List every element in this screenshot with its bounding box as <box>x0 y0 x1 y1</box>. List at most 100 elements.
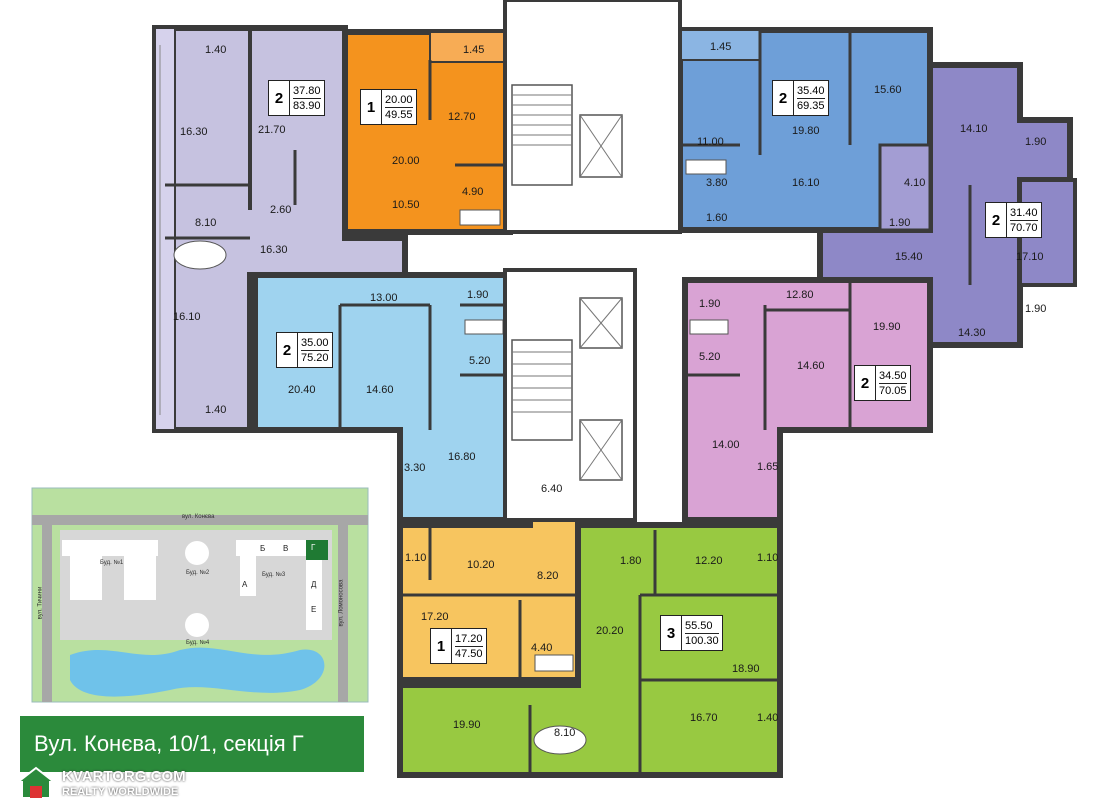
room-area: 10.50 <box>392 199 420 211</box>
house-icon <box>16 766 56 799</box>
room-area: 12.20 <box>695 555 723 567</box>
room-area: 4.40 <box>531 642 553 654</box>
stair-core <box>503 0 682 522</box>
apartment-pink <box>682 277 933 523</box>
room-area: 14.00 <box>712 439 740 451</box>
section-letter: Е <box>311 605 317 614</box>
room-area: 3.30 <box>404 462 426 474</box>
room-area: 20.20 <box>596 625 624 637</box>
rooms-count: 2 <box>986 203 1007 237</box>
room-area: 19.80 <box>792 125 820 137</box>
room-area: 5.20 <box>469 355 491 367</box>
rooms-count: 2 <box>855 366 876 400</box>
room-area: 1.45 <box>710 41 732 53</box>
room-area: 8.10 <box>195 217 217 229</box>
rooms-count: 2 <box>269 81 290 115</box>
room-area: 18.90 <box>732 663 760 675</box>
total-area: 69.35 <box>797 99 825 112</box>
total-area: 75.20 <box>301 351 329 364</box>
room-area: 19.90 <box>453 719 481 731</box>
room-area: 1.90 <box>699 298 721 310</box>
building-label: Буд. №3 <box>262 572 286 578</box>
room-area: 1.45 <box>463 44 485 56</box>
room-area: 21.70 <box>258 124 286 136</box>
room-area: 1.40 <box>205 44 227 56</box>
apartment-purple <box>817 62 1077 348</box>
living-area: 35.40 <box>797 84 825 99</box>
room-area: 15.40 <box>895 251 923 263</box>
section-letter: Б <box>260 544 266 553</box>
room-area: 20.00 <box>392 155 420 167</box>
rooms-count: 3 <box>661 616 682 650</box>
apartment-green <box>397 522 783 778</box>
street-label-left: вул. Тичини <box>37 586 44 620</box>
room-area: 1.90 <box>889 217 911 229</box>
watermark-site: KVARTORG.COM <box>62 768 186 785</box>
banner-title: Вул. Конєва, 10/1, секція Г <box>34 731 304 756</box>
room-area: 1.90 <box>467 289 489 301</box>
room-area: 1.90 <box>1025 136 1047 148</box>
room-area: 2.60 <box>270 204 292 216</box>
room-area: 4.90 <box>462 186 484 198</box>
room-area: 1.60 <box>706 212 728 224</box>
rooms-count: 1 <box>361 90 382 124</box>
room-area: 3.80 <box>706 177 728 189</box>
watermark-tagline: REALTY WORLDWIDE <box>62 786 179 798</box>
section-letter: А <box>242 580 248 589</box>
total-area: 70.70 <box>1010 221 1038 234</box>
section-letter: Г <box>311 543 316 552</box>
living-area: 31.40 <box>1010 206 1038 221</box>
room-area: 1.90 <box>1025 303 1047 315</box>
building-label: Буд. №1 <box>100 560 124 566</box>
street-label-right: вул. Ломоносова <box>338 579 345 627</box>
room-area: 17.10 <box>1016 251 1044 263</box>
room-area: 6.40 <box>541 483 563 495</box>
apartment-light-blue <box>252 272 513 523</box>
living-area: 37.80 <box>293 84 321 99</box>
living-area: 20.00 <box>385 93 413 108</box>
room-area: 16.10 <box>792 177 820 189</box>
room-area: 16.10 <box>173 311 201 323</box>
room-area: 16.30 <box>260 244 288 256</box>
room-area: 14.10 <box>960 123 988 135</box>
street-label-top: вул. Конєва <box>182 514 215 520</box>
room-area: 20.40 <box>288 384 316 396</box>
total-area: 47.50 <box>455 647 483 660</box>
room-area: 1.80 <box>620 555 642 567</box>
building-label: Буд. №2 <box>186 570 210 576</box>
room-area: 5.20 <box>699 351 721 363</box>
room-area: 16.30 <box>180 126 208 138</box>
room-area: 1.10 <box>405 552 427 564</box>
room-area: 4.10 <box>904 177 926 189</box>
room-area: 14.60 <box>366 384 394 396</box>
room-area: 12.80 <box>786 289 814 301</box>
room-area: 15.60 <box>874 84 902 96</box>
room-area: 1.40 <box>205 404 227 416</box>
room-area: 13.00 <box>370 292 398 304</box>
watermark: KVARTORG.COM REALTY WORLDWIDE <box>10 766 210 802</box>
room-area: 1.40 <box>757 712 779 724</box>
room-area: 1.10 <box>757 552 779 564</box>
room-area: 16.70 <box>690 712 718 724</box>
room-area: 16.80 <box>448 451 476 463</box>
section-letter: В <box>283 544 289 553</box>
living-area: 55.50 <box>685 619 719 634</box>
room-area: 14.60 <box>797 360 825 372</box>
room-area: 17.20 <box>421 611 449 623</box>
rooms-count: 2 <box>277 333 298 367</box>
title-banner: Вул. Конєва, 10/1, секція Г <box>20 716 364 772</box>
total-area: 49.55 <box>385 108 413 121</box>
site-plan-map <box>31 487 369 703</box>
room-area: 11.00 <box>697 136 724 148</box>
room-area: 14.30 <box>958 327 986 339</box>
apartment-orange <box>342 29 513 235</box>
